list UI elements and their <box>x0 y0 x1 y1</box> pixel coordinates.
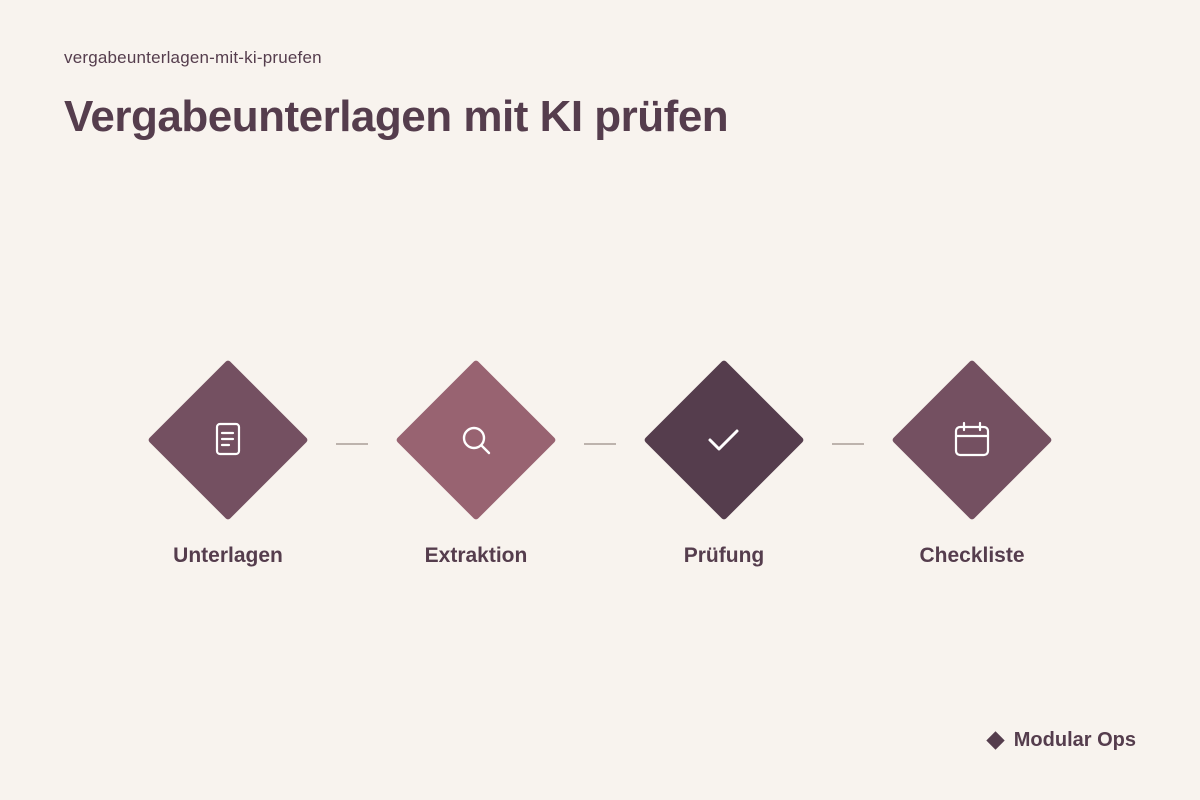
calendar-icon <box>952 420 992 460</box>
brand-name: Modular Ops <box>1013 729 1136 751</box>
page-title: Vergabeunterlagen mit KI prüfen <box>64 92 729 141</box>
connector-line <box>832 443 864 445</box>
step-pruefung: Prüfung <box>614 359 834 580</box>
step-checkliste: Checkliste <box>862 359 1082 580</box>
page-slug: vergabeunterlagen-mit-ki-pruefen <box>64 48 322 67</box>
diamond-icon <box>986 731 1005 750</box>
check-icon <box>704 420 744 460</box>
document-icon <box>208 420 248 460</box>
search-icon <box>456 420 496 460</box>
step-label: Checkliste <box>919 544 1025 567</box>
step-extraktion: Extraktion <box>366 359 586 580</box>
brand-logo: Modular Ops <box>986 729 1136 752</box>
step-unterlagen: Unterlagen <box>118 359 338 580</box>
step-label: Unterlagen <box>173 544 283 567</box>
step-label: Prüfung <box>683 544 765 567</box>
step-label: Extraktion <box>424 544 528 567</box>
connector-line <box>336 443 368 445</box>
connector-line <box>584 443 616 445</box>
